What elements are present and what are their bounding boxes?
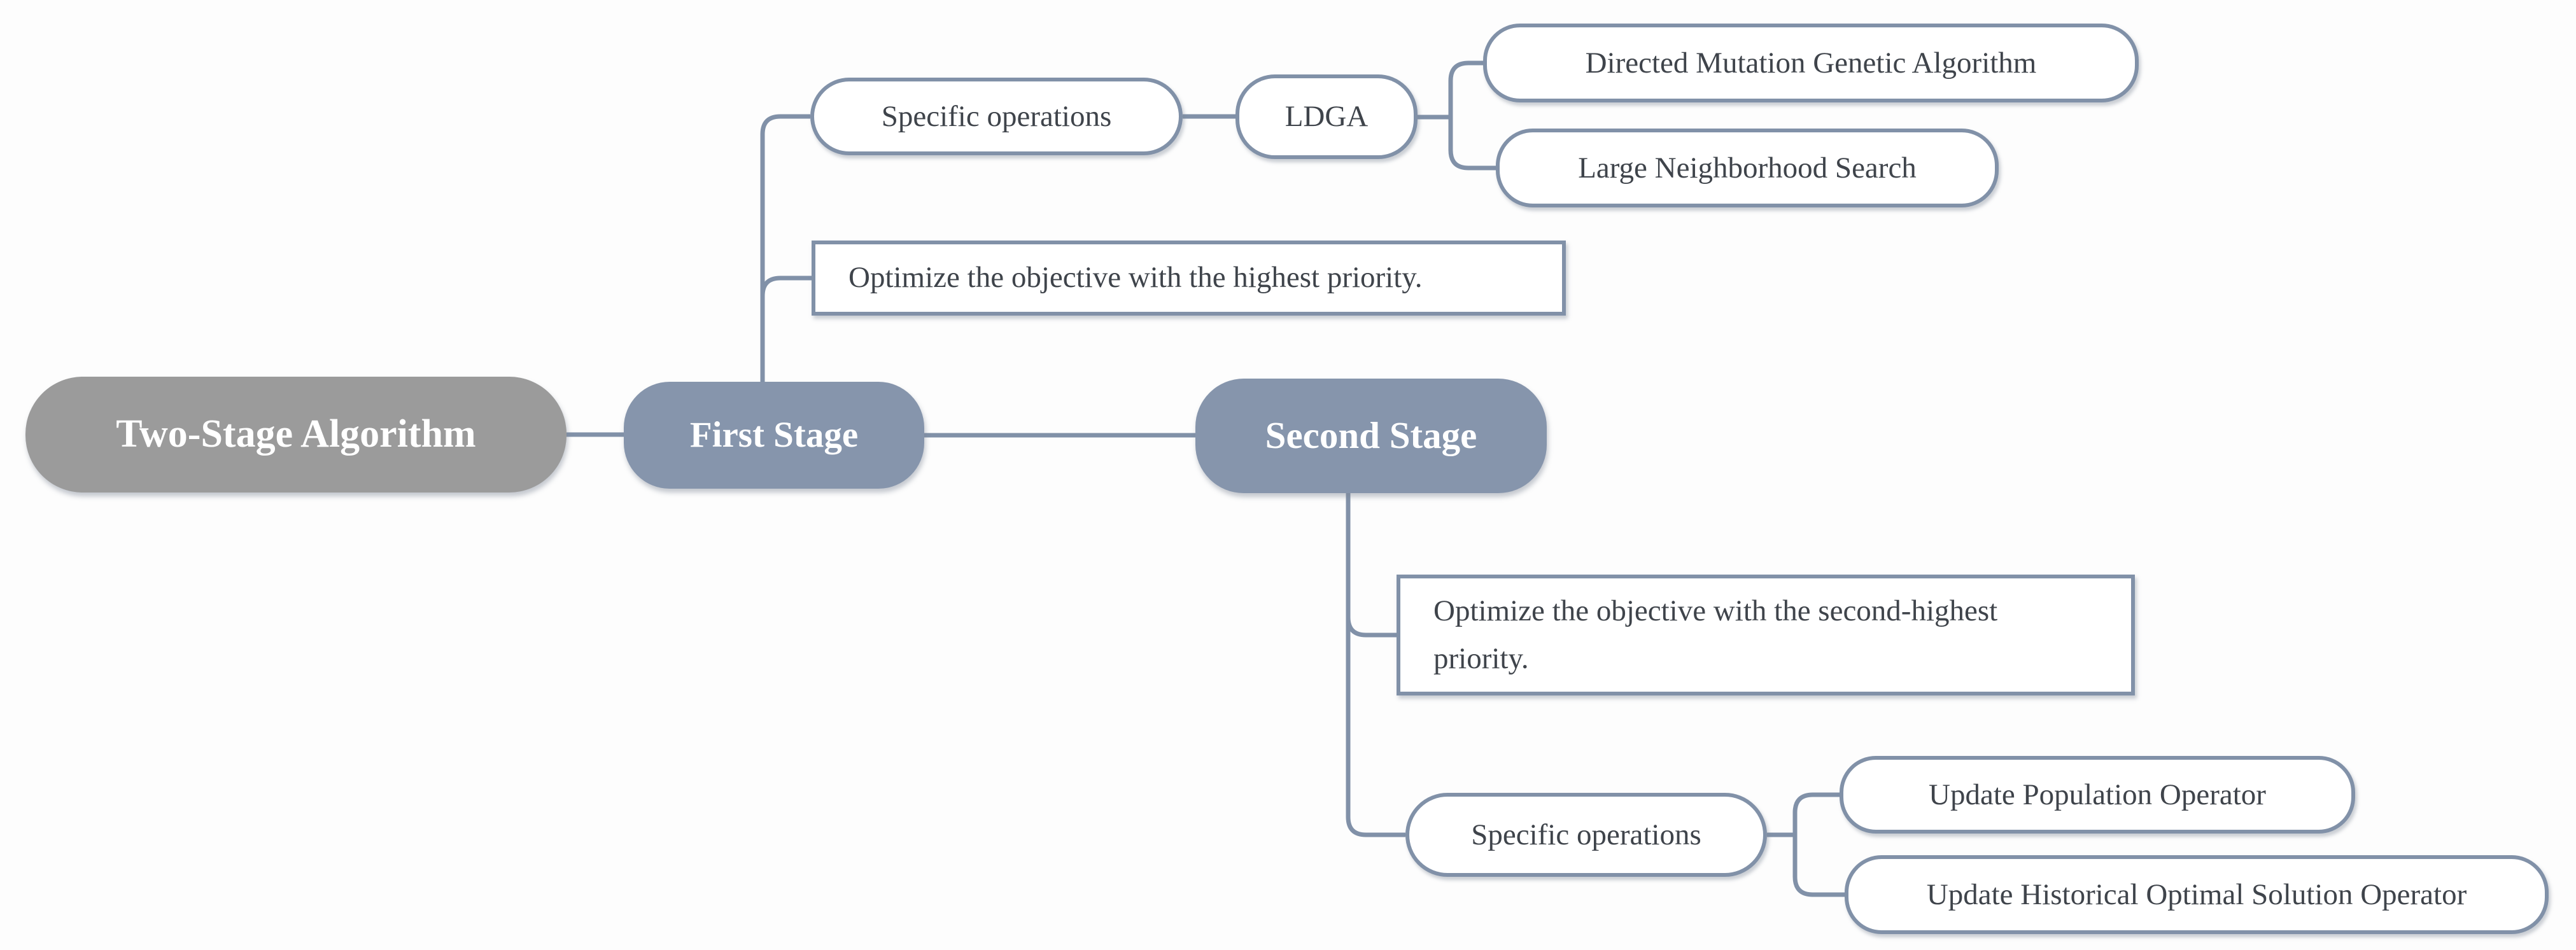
connector-second-stage-to-specific-operations [1346,493,1405,837]
node-ldga: LDGA [1235,74,1418,159]
node-second-stage-objective: Optimize the objective with the second-h… [1397,575,2135,695]
connector-ldga-to-large-neighborhood [1448,117,1496,171]
connector-first-stage-to-specific-operations [760,114,810,382]
node-directed-mutation-genetic-algorithm: Directed Mutation Genetic Algorithm [1483,24,2139,102]
node-first-stage: First Stage [624,382,924,489]
node-second-stage: Second Stage [1195,379,1547,493]
connector-ldga-to-directed-mutation [1448,60,1483,117]
node-update-historical-optimal-solution-operator: Update Historical Optimal Solution Opera… [1845,855,2549,934]
node-update-population-operator: Update Population Operator [1840,756,2355,834]
connector-to-update-population [1792,792,1840,835]
node-second-specific-operations: Specific operations [1405,793,1767,877]
node-first-stage-objective: Optimize the objective with the highest … [812,241,1566,316]
node-first-specific-operations: Specific operations [810,78,1183,155]
connector-to-update-historical [1792,835,1845,897]
connector-first-stage-to-objective [760,276,812,382]
node-large-neighborhood-search: Large Neighborhood Search [1496,129,1999,207]
node-two-stage-algorithm: Two-Stage Algorithm [25,377,567,492]
connector-second-stage-to-objective [1346,493,1397,638]
